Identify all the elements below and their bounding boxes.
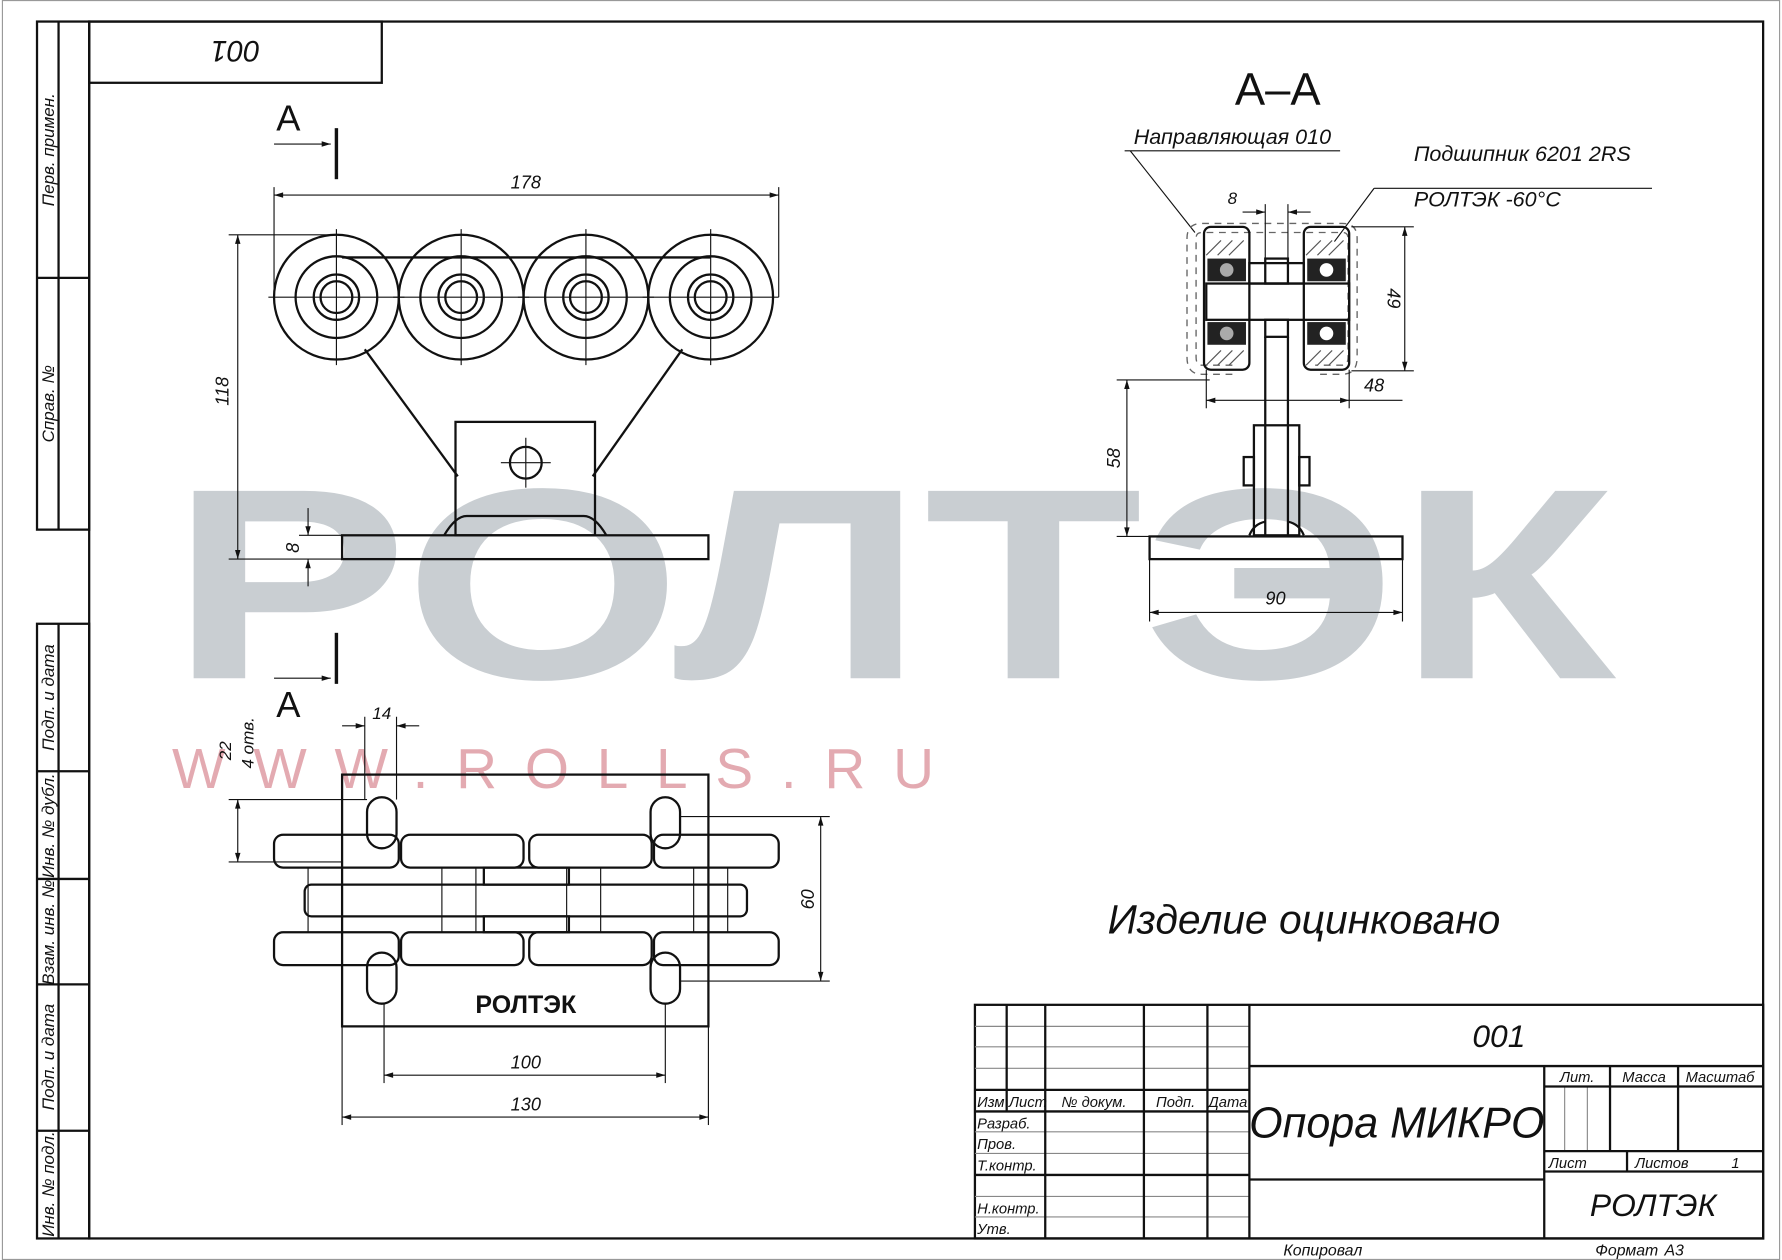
callout-bearing-line1: Подшипник 6201 2RS (1414, 142, 1632, 166)
dim-slot-offset: 22 (216, 741, 235, 761)
side-label: Инв. № дубл. (39, 773, 58, 878)
part-logo: РОЛТЭК (475, 991, 577, 1019)
section-marker-bottom: A (274, 632, 339, 725)
watermark-brand: РОЛТЭК (170, 432, 1621, 736)
dim-stem-height: 58 (1104, 448, 1124, 468)
header-date: Дата (1206, 1095, 1247, 1111)
galvanized-note: Изделие оцинковано (1108, 896, 1501, 942)
callout-guide: Направляющая 010 (1134, 125, 1331, 149)
header-doc: № докум. (1062, 1095, 1127, 1111)
dim-wheel-height: 49 (1384, 288, 1404, 308)
designation: 001 (1472, 1018, 1525, 1054)
sheet-label: Лист (1548, 1156, 1587, 1172)
dim-top-height: 118 (213, 377, 233, 406)
rotated-code: 001 (211, 34, 260, 67)
section-view: A–A Направляющая 010 Подшипник 6201 2RS … (1104, 63, 1652, 622)
dim-top-width: 178 (511, 172, 541, 192)
header-list: Лист (1008, 1095, 1047, 1111)
dim-base-width: 90 (1265, 588, 1285, 608)
side-label: Инв. № подл. (39, 1131, 58, 1237)
side-labels: Перв. примен. Справ. № Подп. и дата Инв.… (39, 93, 58, 1237)
dim-hole-spacing: 100 (511, 1052, 541, 1072)
role-label: Разраб. (977, 1116, 1030, 1132)
section-mark-label: A (276, 684, 301, 725)
title-block: Изм Лист № докум. Подп. Дата Разраб. Про… (973, 1003, 1765, 1240)
dim-plate-length: 130 (511, 1094, 541, 1114)
header-izm: Изм (977, 1095, 1004, 1111)
drawing-frame (35, 20, 1765, 1240)
front-view: 178 118 8 (213, 172, 780, 587)
dim-holes-count: 4 отв. (239, 717, 258, 768)
format-label: Формат (1595, 1242, 1658, 1259)
side-label: Подп. и дата (39, 644, 58, 750)
mass-label: Масса (1622, 1070, 1666, 1086)
plan-view: РОЛТЭК 14 22 4 отв. 60 100 130 (216, 704, 830, 1126)
header-sign: Подп. (1156, 1095, 1195, 1111)
scale-label: Масштаб (1686, 1070, 1756, 1086)
dim-plate-thickness: 8 (283, 543, 303, 553)
dim-wheel-span: 48 (1364, 375, 1384, 395)
callout-bearing-line2: РОЛТЭК -60°C (1414, 187, 1561, 211)
role-label: Пров. (977, 1137, 1016, 1153)
dim-rail-gap: 8 (1228, 189, 1238, 208)
role-label: Н.контр. (977, 1202, 1039, 1218)
dim-slot-width: 14 (372, 704, 391, 723)
sheets-label: Листов (1634, 1156, 1689, 1172)
dim-plate-depth: 60 (798, 889, 818, 909)
role-label: Утв. (976, 1222, 1010, 1238)
side-label: Подп. и дата (39, 1004, 58, 1110)
section-marker-top: A (274, 97, 339, 180)
sheets-count: 1 (1731, 1156, 1739, 1172)
format-value: A3 (1663, 1242, 1684, 1259)
wheel (642, 229, 779, 366)
lit-label: Лит. (1559, 1070, 1595, 1086)
side-label: Перв. примен. (39, 93, 58, 206)
copied-label: Копировал (1283, 1242, 1362, 1259)
company-name: РОЛТЭК (1590, 1187, 1719, 1223)
side-label: Взам. инв. № (39, 880, 58, 985)
section-mark-label: A (276, 97, 301, 138)
part-name: Опора МИКРО (1249, 1100, 1544, 1148)
section-title: A–A (1235, 63, 1321, 114)
side-label: Справ. № (39, 365, 58, 442)
role-label: Т.контр. (977, 1158, 1036, 1174)
